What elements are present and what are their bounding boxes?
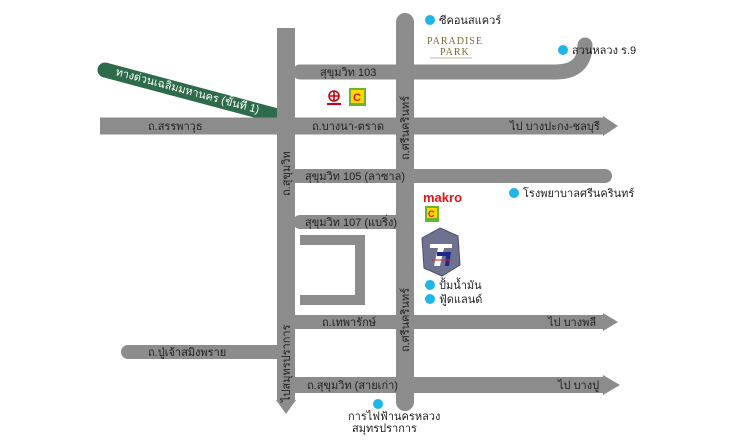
label-sukhumvit-vertical: ถ.สุขุมวิท <box>281 151 293 196</box>
poi-dot-seacon <box>425 15 435 25</box>
road-connector-loop <box>300 235 365 305</box>
poi-dot-gas <box>425 280 435 290</box>
company-hexagon-logo <box>421 227 461 277</box>
label-sukhumvit-107: สุขุมวิท 107 (แบริ่ง) <box>305 214 397 229</box>
road-sukhumvit-103 <box>292 37 593 80</box>
label-expressway: ทางด่วนเฉลิมมหานคร (ขั้นที่ 1) <box>114 63 261 116</box>
poi-dot-foodland <box>425 294 435 304</box>
arrow-right-icon <box>603 375 620 395</box>
road-network <box>97 13 612 411</box>
poi-dot-hospital <box>509 188 519 198</box>
label-to-bangpu: ไป บางปู <box>557 379 599 392</box>
label-to-bangpakong: ไป บางปะกง-ชลบุรี <box>509 120 600 133</box>
label-to-bangphli: ไป บางพลี <box>547 316 596 329</box>
poi-dot-pea <box>373 399 383 409</box>
expressway-road <box>97 62 293 126</box>
svg-text:C: C <box>428 209 435 219</box>
label-srinakarin-upper: ถ.ศรีนครินทร์ <box>399 96 412 160</box>
bigc-logo: C <box>349 88 366 106</box>
poi-dot-suanluang <box>558 45 568 55</box>
label-thepharak: ถ.เทพารักษ์ <box>322 316 376 329</box>
poi-pea: การไฟฟ้านครหลวง <box>348 410 440 423</box>
arrow-right-icon <box>603 116 618 136</box>
makro-logo: makro <box>423 190 462 205</box>
paradise-park-logo: PARADISE PARK <box>427 36 483 59</box>
svg-text:C: C <box>353 92 361 104</box>
poi-hospital: โรงพยาบาลศรีนครินทร์ <box>523 186 634 200</box>
label-sukhumvit-105: สุขุมวิท 105 (ลาซาล) <box>305 171 405 183</box>
bigc-logo-small: C <box>425 206 439 222</box>
label-bangna-trat: ถ.บางนา-ตราด <box>312 121 384 133</box>
poi-seacon: ซีคอนสแควร์ <box>439 14 501 27</box>
central-logo <box>327 90 341 105</box>
poi-suanluang: สวนหลวง ร.9 <box>572 45 636 57</box>
arrow-down-icon <box>276 400 296 414</box>
poi-gas-station: ปั้มน้ำมัน <box>439 277 482 292</box>
paradise-park-line2: PARK <box>440 47 470 58</box>
poi-pea-line2: สมุทรปราการ <box>352 423 417 435</box>
label-pujao: ถ.ปู่เจ้าสมิงพราย <box>148 347 226 359</box>
arrow-right-icon <box>603 313 618 331</box>
poi-markers <box>373 15 568 409</box>
label-to-samutprakan: ไปสมุทรปราการ <box>280 324 293 403</box>
label-sanphawut: ถ.สรรพาวุธ <box>148 121 203 133</box>
paradise-park-line1: PARADISE <box>427 36 483 47</box>
label-sukhumvit-old: ถ.สุขุมวิท (สายเก่า) <box>307 380 398 392</box>
label-sukhumvit-103: สุขุมวิท 103 <box>320 67 376 79</box>
arrow-icons <box>276 116 620 414</box>
label-srinakarin-lower: ถ.ศรีนครินทร์ <box>399 288 412 352</box>
poi-foodland: ฟู้ดแลนด์ <box>439 293 482 306</box>
